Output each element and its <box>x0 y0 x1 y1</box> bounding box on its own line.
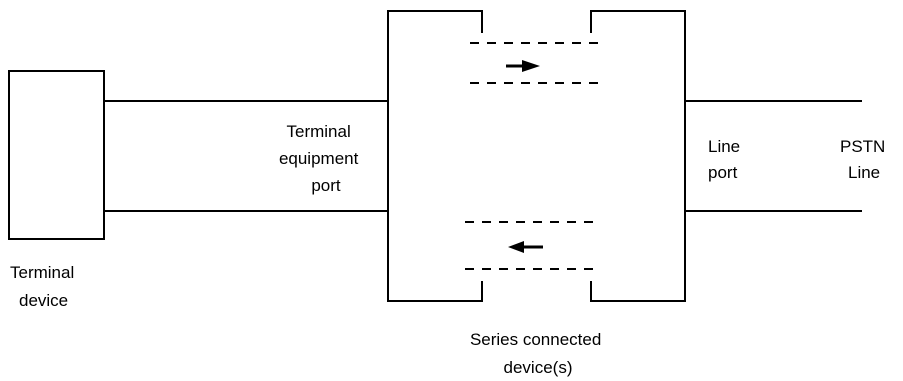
pstn-line-label: PSTN Line <box>840 137 890 182</box>
line-port-label: Line port <box>708 137 745 182</box>
series-device-right-wall <box>590 10 686 302</box>
arrow-left-icon <box>508 241 543 253</box>
terminal-device-label: Terminal device <box>10 263 79 310</box>
terminal-equipment-port-label: Terminal equipment port <box>279 122 363 195</box>
series-device-left-wall <box>387 10 483 302</box>
arrow-right-icon <box>506 60 540 72</box>
terminal-device-box <box>8 70 105 240</box>
series-connected-devices-label: Series connected device(s) <box>470 330 606 377</box>
